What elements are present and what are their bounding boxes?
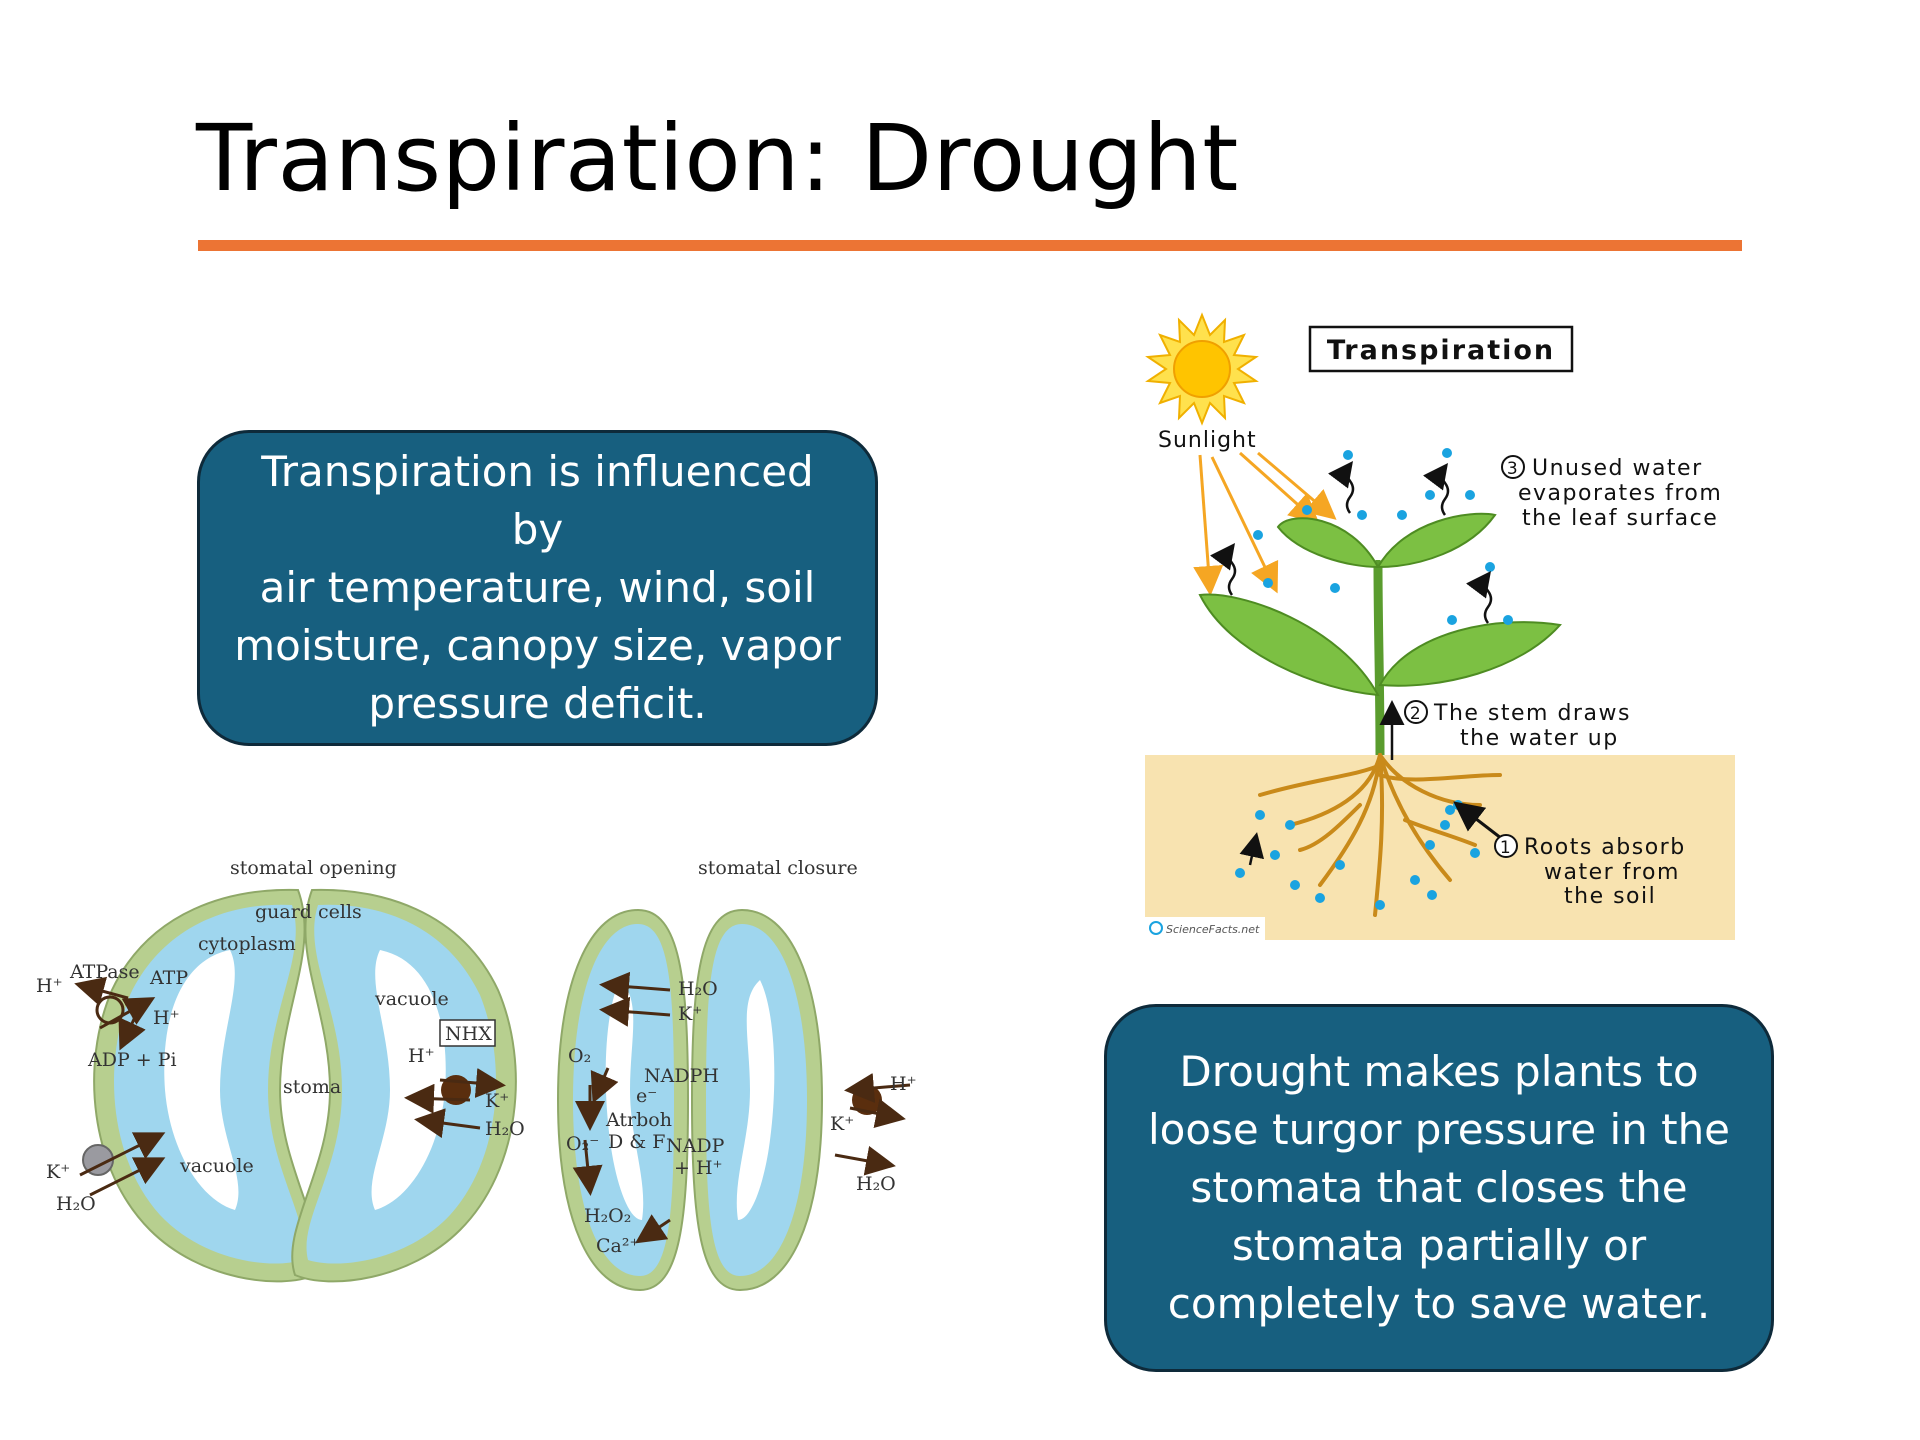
info-card-influences-text: Transpiration is influenced by air tempe… xyxy=(230,443,845,733)
title-underline xyxy=(198,240,1742,251)
d-and-f-label: D & F xyxy=(608,1131,665,1153)
h2o-closure-right-label: H₂O xyxy=(856,1173,896,1195)
step3-number: 3 xyxy=(1507,459,1519,479)
h-plus-out-label: H⁺ xyxy=(36,975,63,997)
sunlight-label: Sunlight xyxy=(1158,428,1257,453)
k-plus-closure-right-label: K⁺ xyxy=(830,1113,854,1135)
nhx-label: NHX xyxy=(445,1023,492,1045)
guard-cells-label: guard cells xyxy=(255,901,362,923)
ca2-label: Ca²⁺ xyxy=(596,1235,640,1257)
step3-line1: Unused water xyxy=(1532,456,1703,481)
nadph-label: NADPH xyxy=(644,1065,719,1087)
atrboh-label: Atrboh xyxy=(605,1109,672,1131)
transpiration-diagram: Sunlight Transpiration xyxy=(1140,305,1750,950)
stomatal-opening-label: stomatal opening xyxy=(230,857,397,879)
k-plus-closure-label: K⁺ xyxy=(678,1003,702,1025)
vacuole-left-label: vacuole xyxy=(179,1155,254,1177)
plant-stem xyxy=(1378,565,1380,755)
step2-line1: The stem draws xyxy=(1433,701,1631,726)
atpase-label: ATPase xyxy=(69,961,140,983)
step3-line2: evaporates from xyxy=(1518,481,1722,506)
electron-label: e⁻ xyxy=(636,1085,657,1107)
info-card-influences: Transpiration is influenced by air tempe… xyxy=(197,430,878,746)
stoma-label: stoma xyxy=(283,1076,341,1098)
slide-title: Transpiration: Drought xyxy=(196,108,1239,209)
step1-line1: Roots absorb xyxy=(1524,835,1686,860)
atp-label: ATP xyxy=(149,967,188,989)
stomatal-closure-label: stomatal closure xyxy=(698,857,858,879)
k-plus-left-label: K⁺ xyxy=(46,1161,70,1183)
vacuole-right-label: vacuole xyxy=(374,988,449,1010)
step1-number: 1 xyxy=(1500,838,1512,858)
info-card-drought-text: Drought makes plants to loose turgor pre… xyxy=(1148,1043,1730,1333)
adp-pi-label: ADP + Pi xyxy=(87,1049,177,1071)
h-plus-nhx-label: H⁺ xyxy=(408,1045,435,1067)
h2o2-label: H₂O₂ xyxy=(584,1205,631,1227)
h2o-left-label: H₂O xyxy=(56,1193,96,1215)
nadp-label: NADP xyxy=(666,1135,725,1157)
cytoplasm-label: cytoplasm xyxy=(198,933,296,955)
h2o-right-label: H₂O xyxy=(485,1118,525,1140)
o2-label: O₂ xyxy=(568,1045,591,1067)
guard-cell-left-closed xyxy=(558,910,688,1290)
info-card-drought: Drought makes plants to loose turgor pre… xyxy=(1104,1004,1774,1372)
nadp-h-label: + H⁺ xyxy=(674,1157,723,1179)
sun-icon xyxy=(1148,315,1256,423)
h-plus-in-label: H⁺ xyxy=(153,1007,180,1029)
k-plus-nhx-label: K⁺ xyxy=(485,1090,509,1112)
guard-cell-right-closed xyxy=(692,910,822,1290)
transpiration-title: Transpiration xyxy=(1327,335,1555,366)
step2-line2: the water up xyxy=(1460,726,1619,751)
step3-line3: the leaf surface xyxy=(1522,506,1718,531)
step1-line2: water from xyxy=(1544,860,1680,885)
stomata-diagram: stomatal opening stomatal closure guard … xyxy=(30,850,930,1320)
step2-number: 2 xyxy=(1410,704,1422,724)
credit-label: ScienceFacts.net xyxy=(1166,923,1260,936)
h2o-closure-label: H₂O xyxy=(678,978,718,1000)
h-plus-closure-label: H⁺ xyxy=(890,1073,917,1095)
o2-radical-label: O₂⁻ xyxy=(566,1133,599,1155)
step1-line3: the soil xyxy=(1564,884,1656,909)
